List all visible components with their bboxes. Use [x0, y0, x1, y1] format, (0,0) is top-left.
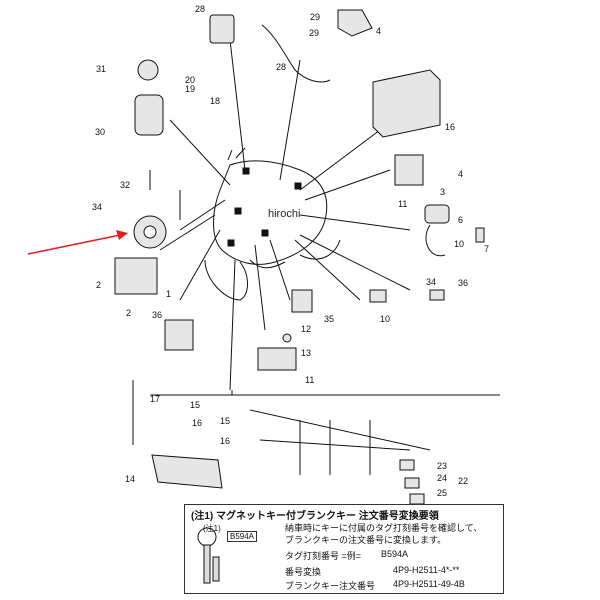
callout: 20 [185, 75, 195, 85]
note-line-2: ブランクキーの注文番号に変換します。 [285, 535, 447, 545]
scooter-body [204, 147, 341, 301]
callout: 7 [484, 244, 489, 254]
callout-labels: 28 29 29 4 28 16 31 20 19 18 30 32 34 3 … [92, 4, 489, 498]
callout: 35 [324, 314, 334, 324]
callout: 16 [220, 436, 230, 446]
callout: 12 [301, 324, 311, 334]
callout: 28 [276, 62, 286, 72]
convert-label: 番号変換 [285, 567, 322, 577]
callout: 30 [95, 127, 105, 137]
callout: 2 [96, 280, 101, 290]
tag-example: B594A [381, 549, 409, 559]
callout: 29 [310, 12, 320, 22]
parts [114, 9, 485, 505]
callout: 10 [454, 239, 464, 249]
callout: 19 [185, 84, 195, 94]
callout: 14 [125, 474, 135, 484]
key-tag-label: B594A [227, 531, 258, 542]
callout: 32 [120, 180, 130, 190]
tag-label: タグ打刻番号 =例= [285, 551, 362, 561]
callout: 18 [210, 96, 220, 106]
callout: 10 [380, 314, 390, 324]
watermark: hirochi [268, 208, 301, 220]
callout: 11 [305, 375, 314, 385]
callout: 4 [458, 169, 463, 179]
callout: 25 [437, 488, 447, 498]
callout: 6 [458, 215, 463, 225]
blank-key-value: 4P9-H2511-49-4B [393, 579, 465, 589]
callout: 4 [376, 26, 381, 36]
callout: 17 [150, 394, 160, 404]
note-line-1: 納車時にキーに付属のタグ打刻番号を確認して、 [285, 523, 483, 533]
callout: 23 [437, 461, 447, 471]
note-title: (注1) マグネットキー付ブランクキー 注文番号変換要領 [191, 511, 439, 522]
convert-value: 4P9-H2511-4*-** [393, 565, 460, 575]
callout: 15 [190, 400, 200, 410]
callout: 2 [126, 308, 131, 318]
callout: 11 [398, 199, 407, 209]
callout: 34 [426, 277, 436, 287]
callout: 29 [309, 28, 319, 38]
callout: 16 [445, 122, 455, 132]
key-icon [197, 527, 220, 584]
callout: 22 [458, 476, 468, 486]
leader-lines [149, 39, 500, 396]
callout: 3 [440, 187, 445, 197]
callout: 28 [195, 4, 205, 14]
blank-key-label: ブランクキー注文番号 [285, 581, 376, 591]
callout: 36 [152, 310, 162, 320]
callout: 16 [192, 418, 202, 428]
callout: 24 [437, 473, 447, 483]
callout: 36 [458, 278, 468, 288]
callout: 15 [220, 416, 230, 426]
sub-note: (注1) [203, 524, 221, 533]
pointer-arrow [27, 230, 128, 255]
callout: 34 [92, 202, 102, 212]
callout: 13 [301, 348, 311, 358]
callout: 31 [96, 64, 106, 74]
key-order-note: (注1) マグネットキー付ブランクキー 注文番号変換要領 B594A (注1) … [184, 504, 504, 594]
callout: 1 [166, 289, 171, 299]
